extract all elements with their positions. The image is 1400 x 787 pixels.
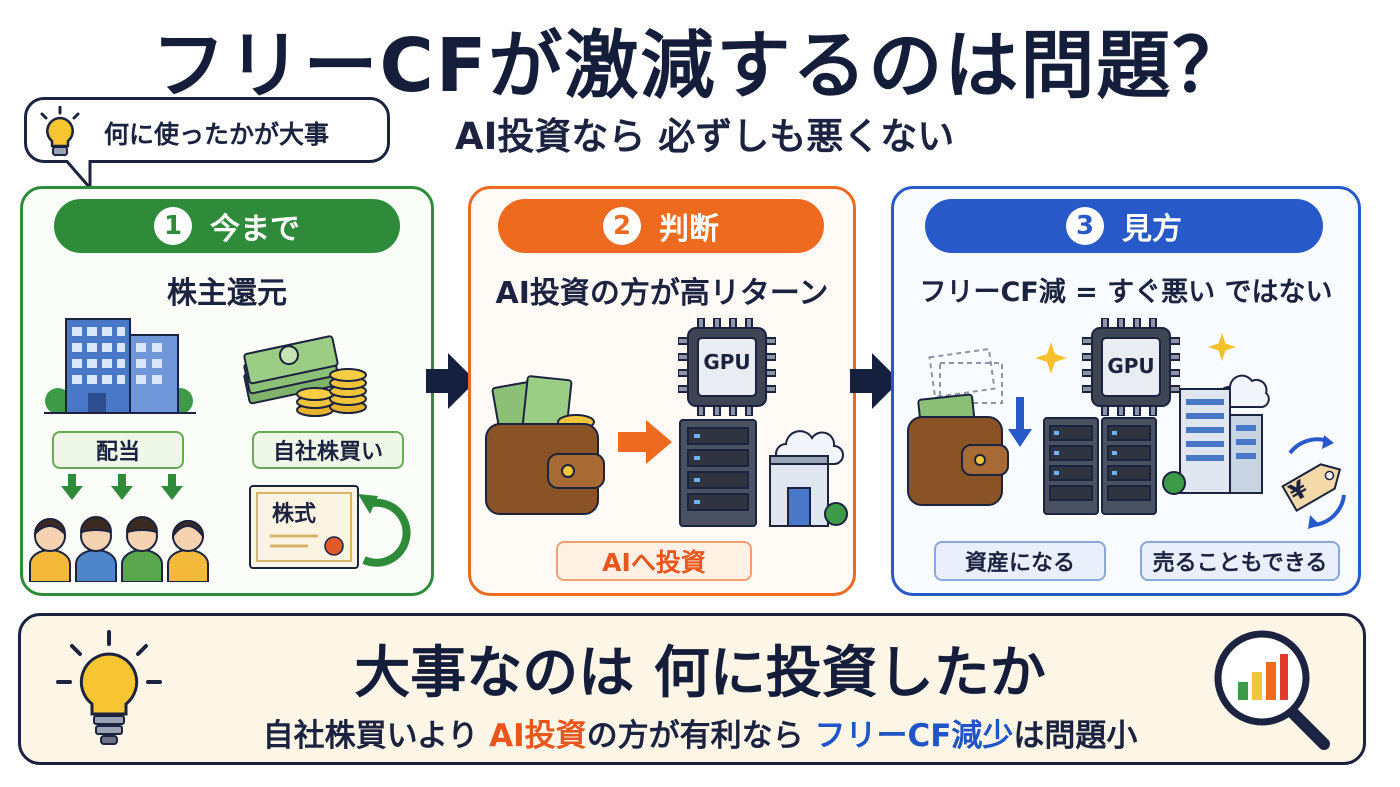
- magnifier-chart-icon: [1214, 630, 1330, 750]
- step1-number: 1: [154, 207, 192, 245]
- orange-right-arrow-icon: [618, 420, 672, 464]
- conclusion-box: [18, 613, 1366, 765]
- shrinking-wallet-icon: [907, 347, 1032, 506]
- conclusion-part3: は問題小: [1013, 718, 1138, 754]
- step1-pill: 1 今まで: [54, 199, 400, 253]
- data-center-building-icon: [1162, 374, 1270, 495]
- certificate-text: 株式: [272, 502, 317, 527]
- gpu-chip-label-2: GPU: [1107, 354, 1155, 378]
- price-tag-icon: [1281, 435, 1346, 529]
- right-arrow-icon: [426, 353, 476, 409]
- circular-arrow-icon: [358, 494, 411, 567]
- wallet-icon: [485, 375, 605, 515]
- ai-invest-label: AIへ投資: [556, 541, 752, 581]
- step3-label: 見方: [1122, 212, 1182, 247]
- step3-pill: 3 見方: [925, 199, 1323, 253]
- sparkle-icon-2: [1208, 333, 1236, 361]
- step3-number: 3: [1066, 207, 1104, 245]
- dividend-label: 配当: [52, 431, 184, 469]
- step2-pill: 2 判断: [498, 199, 824, 253]
- server-racks-icon: [1043, 417, 1157, 515]
- conclusion-line: 自社株買いより AI投資の方が有利なら フリーCF減少は問題小: [0, 710, 1400, 755]
- conclusion-part1: 自社株買いより: [262, 718, 490, 754]
- cash-coins-icon: [243, 335, 367, 417]
- asset-label: 資産になる: [934, 541, 1106, 581]
- lightbulb-icon-large: [56, 630, 162, 745]
- buyback-label: 自社株買い: [252, 431, 404, 469]
- step1-label: 今まで: [210, 212, 300, 247]
- callout-tail: [62, 158, 94, 188]
- office-building-icon: [44, 318, 196, 414]
- conclusion-highlight-ai: AI投資: [489, 718, 587, 754]
- shareholders-icon: [29, 516, 209, 582]
- down-arrows-icon: [61, 474, 183, 500]
- gpu-chip-icon-2: [1082, 318, 1180, 416]
- page-subtitle: AI投資なら 必ずしも悪くない: [455, 115, 955, 158]
- step3-heading: フリーCF減 = すぐ悪い ではない: [919, 277, 1333, 308]
- step2-heading: AI投資の方が高リターン: [495, 276, 829, 311]
- step1-heading: 株主還元: [167, 276, 287, 311]
- lightbulb-icon: [40, 106, 80, 156]
- callout-text: 何に使ったかが大事: [104, 120, 330, 149]
- sellable-label: 売ることもできる: [1140, 541, 1340, 581]
- conclusion-part2: の方が有利なら: [586, 718, 815, 754]
- step2-label: 判断: [659, 212, 719, 247]
- step2-number: 2: [603, 207, 641, 245]
- callout-bubble: [24, 97, 390, 163]
- gpu-chip-label: GPU: [703, 350, 751, 374]
- sparkle-icon: [1035, 342, 1067, 374]
- server-datacenter-icon: [679, 419, 848, 527]
- gpu-chip-icon: [678, 318, 776, 416]
- conclusion-headline: 大事なのは 何に投資したか: [354, 641, 1046, 706]
- page-title: フリーCFが激減するのは問題？: [151, 23, 1249, 109]
- stock-certificate-icon: [249, 485, 359, 569]
- right-arrow-icon-2: [850, 353, 900, 409]
- conclusion-highlight-fcf: フリーCF減少: [814, 718, 1014, 754]
